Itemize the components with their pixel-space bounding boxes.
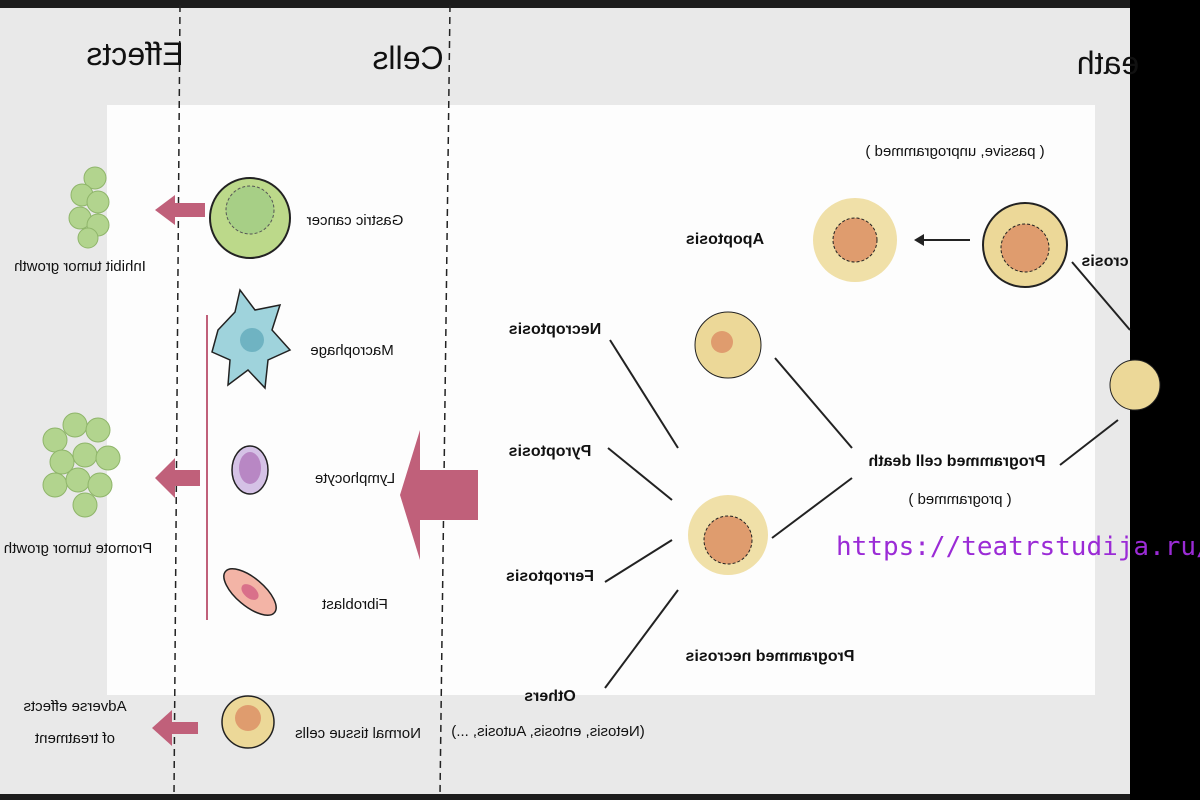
label-lymphocyte: Lymphocyte — [314, 470, 396, 487]
label-adverse-1: Adverse effects — [23, 698, 127, 715]
divider-effects — [173, 4, 181, 796]
header-death: eath — [1076, 45, 1140, 81]
header-cells: Cells — [372, 40, 444, 76]
watermark-url: https://teatrstudija.ru/ — [836, 532, 1200, 562]
label-others-list: (Netosis, entosis, Autosis, ...) — [451, 723, 645, 740]
label-ferroptosis: Ferroptosis — [505, 568, 595, 585]
arrow-inhibit — [155, 195, 205, 225]
label-programmed: ( programmed ) — [908, 491, 1012, 508]
label-apoptosis: Apoptosis — [685, 231, 765, 248]
arrow-big — [400, 430, 478, 560]
label-fibroblast: Fibroblast — [322, 596, 388, 613]
label-adverse-2: of treatment — [34, 730, 116, 747]
divider-cells — [439, 4, 451, 796]
label-pyroptosis: Pyroptosis — [508, 443, 592, 460]
tumor-cluster-large — [42, 412, 121, 518]
label-programmed-cell-death: Programmed cell death — [868, 453, 1046, 470]
label-gastric: Gastric cancer — [306, 212, 404, 229]
header-effects: Effects — [86, 36, 184, 72]
label-promote: Promote tumor growth — [3, 540, 153, 557]
label-inhibit: Inhibit tumor growth — [14, 258, 146, 275]
label-macrophage: Macrophage — [310, 342, 394, 359]
label-programmed-necrosis: Programmed necrosis — [685, 648, 855, 665]
label-normal: Normal tissue cells — [295, 725, 421, 742]
arrow-promote — [155, 458, 200, 498]
connector-lines — [604, 261, 1131, 689]
label-passive: ( passive, unprogrammed ) — [865, 143, 1045, 160]
label-others: Others — [524, 688, 576, 705]
tumor-cluster-small — [68, 166, 110, 249]
label-necrosis: crosis — [1081, 253, 1129, 270]
arrow-adverse — [152, 710, 198, 746]
label-necroptosis: Necroptosis — [508, 321, 602, 338]
